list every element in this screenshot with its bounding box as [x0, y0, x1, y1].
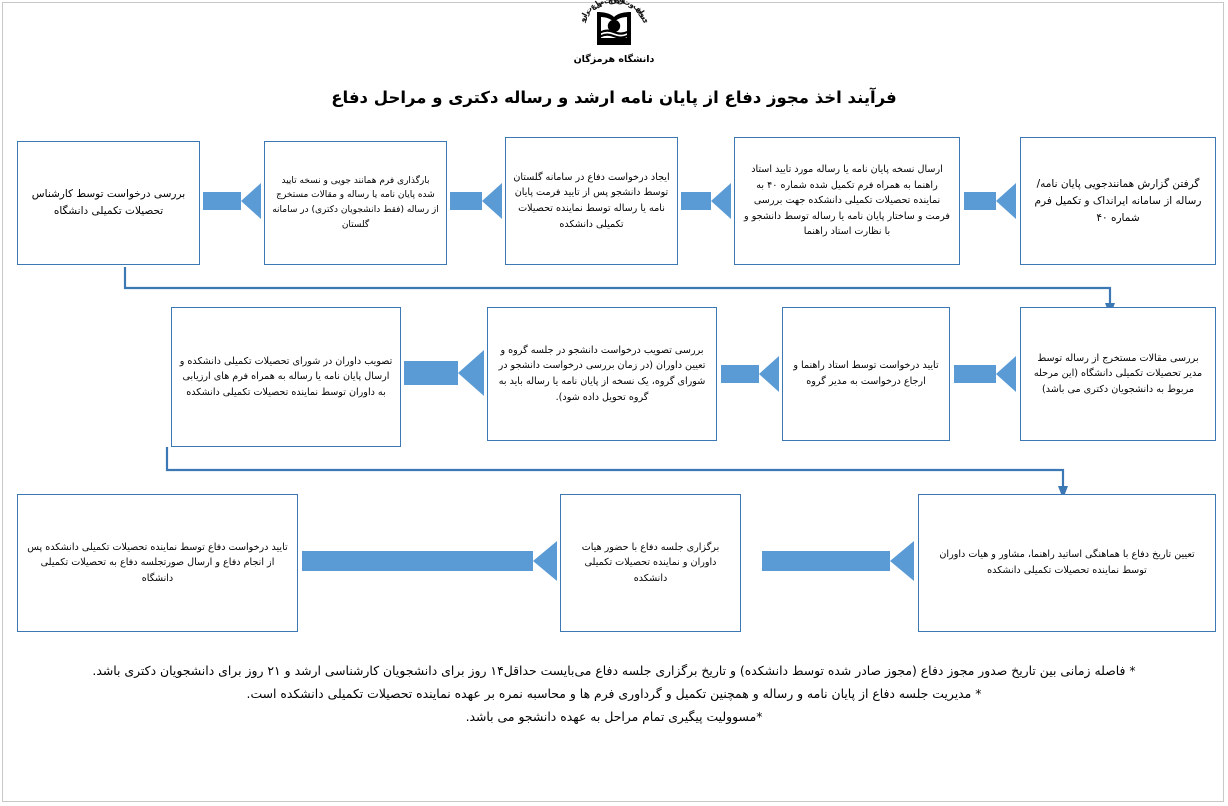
node-n2[interactable]: ارسال نسخه پایان نامه یا رساله مورد تایی… [734, 137, 960, 265]
arrow-shaft [721, 365, 759, 383]
node-n12[interactable]: تایید درخواست دفاع توسط نماینده تحصیلات … [17, 494, 298, 632]
node-n7[interactable]: تایید درخواست توسط استاد راهنما و ارجاع … [782, 307, 950, 441]
arrow-n3-to-n4 [450, 183, 502, 219]
node-n10[interactable]: تعیین تاریخ دفاع با هماهنگی اساتید راهنم… [918, 494, 1216, 632]
arrow-head [482, 183, 502, 219]
arrow-head [996, 356, 1016, 392]
arrow-n11-to-n12 [302, 541, 557, 581]
page-title: فرآیند اخذ مجوز دفاع از پایان نامه ارشد … [331, 88, 897, 107]
node-n11[interactable]: برگزاری جلسه دفاع با حضور هیات داوران و … [560, 494, 741, 632]
arrow-n10-to-n11 [762, 541, 914, 581]
arrow-n2-to-n3 [681, 183, 731, 219]
arrow-shaft [762, 551, 890, 571]
node-n1[interactable]: گرفتن گزارش همانندجویی پایان نامه/ رساله… [1020, 137, 1216, 265]
arrow-n8-to-n9 [404, 350, 484, 396]
footnote-2: * مدیریت جلسه دفاع از پایان نامه و رساله… [246, 685, 982, 701]
arrow-n6-to-n7 [954, 356, 1016, 392]
footnotes: * فاصله زمانی بین تاریخ صدور مجوز دفاع (… [8, 660, 1220, 729]
arrow-head [711, 183, 731, 219]
node-n5[interactable]: بررسی درخواست توسط کارشناس تحصیلات تکمیل… [17, 141, 200, 265]
arrow-head [533, 541, 557, 581]
arrow-shaft [681, 192, 711, 210]
node-n4[interactable]: بارگذاری فرم همانند جویی و نسخه تایید شد… [264, 141, 447, 265]
footnote-3: *مسوولیت پیگیری تمام مراحل به عهده دانشج… [465, 708, 763, 724]
arrow-n1-to-n2 [964, 183, 1016, 219]
arrow-head [458, 350, 484, 396]
logo-caption: دانشگاه هرمزگان [573, 54, 655, 65]
arrow-head [759, 356, 779, 392]
node-n9[interactable]: تصویب داوران در شورای تحصیلات تکمیلی دان… [171, 307, 401, 447]
arrow-head [890, 541, 914, 581]
arrow-shaft [964, 192, 996, 210]
arrow-shaft [203, 192, 241, 210]
arrow-shaft [302, 551, 533, 571]
arrow-shaft [450, 192, 482, 210]
footnote-1: * فاصله زمانی بین تاریخ صدور مجوز دفاع (… [92, 663, 1136, 678]
arrow-shaft [954, 365, 996, 383]
node-n8[interactable]: بررسی تصویب درخواست دانشجو در جلسه گروه … [487, 307, 717, 441]
arrow-head [996, 183, 1016, 219]
arrow-shaft [404, 361, 458, 385]
arrow-head [241, 183, 261, 219]
arrow-n4-to-n5 [203, 183, 261, 219]
arrow-n7-to-n8 [721, 356, 779, 392]
node-n6[interactable]: بررسی مقالات مستخرج از رساله توسط مدیر ت… [1020, 307, 1216, 441]
node-n3[interactable]: ایجاد درخواست دفاع در سامانه گلستان توسط… [505, 137, 678, 265]
